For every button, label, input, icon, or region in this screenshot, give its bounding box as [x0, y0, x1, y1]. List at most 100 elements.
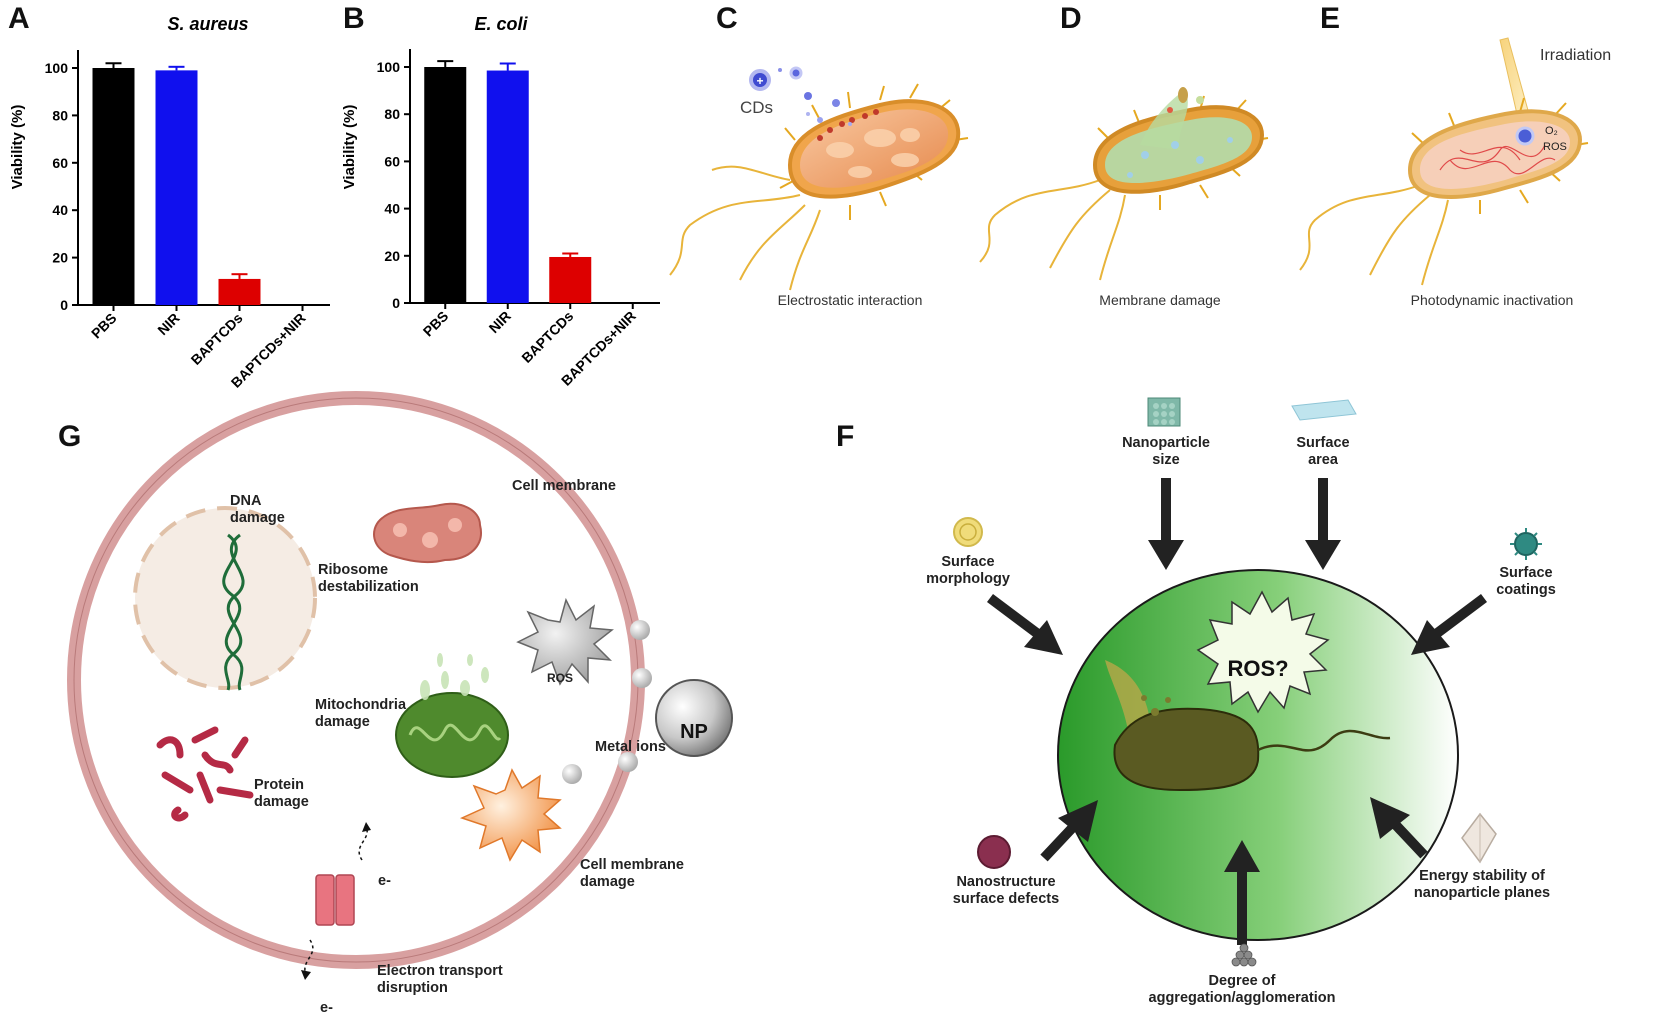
chart-b-title: E. coli: [474, 14, 528, 34]
arrow-from-morphology: [987, 594, 1063, 655]
defect-sphere-icon: [977, 835, 1011, 869]
membrane-damage-burst-icon: [459, 768, 562, 862]
chart-a-ytick-label: 100: [45, 60, 69, 76]
ros-question-label: ROS?: [1227, 656, 1288, 681]
factor-defects-1: Nanostructure: [956, 874, 1055, 890]
morphology-icon: [953, 517, 983, 547]
factor-energy-2: nanoparticle planes: [1414, 885, 1550, 901]
protein-label-2: damage: [254, 794, 309, 810]
chart-a-ytick-label: 0: [60, 297, 68, 313]
panel-label-g: G: [58, 420, 82, 453]
bacterium-photodynamic: O₂ ROS: [1299, 37, 1589, 286]
arrow-from-area: [1305, 478, 1341, 570]
factor-energy-1: Energy stability of: [1419, 868, 1545, 884]
protein-label-1: Protein: [254, 777, 304, 793]
irradiation-label: Irradiation: [1540, 47, 1611, 64]
factor-size-1: Nanoparticle: [1122, 435, 1210, 451]
factor-coatings-2: coatings: [1496, 582, 1556, 598]
chart-b-ytick-label: 60: [384, 153, 400, 169]
chart-a-ytick-label: 40: [52, 202, 68, 218]
ribosome-label-2: destabilization: [318, 579, 419, 595]
arrow-from-defects: [1040, 800, 1098, 862]
chart-b-bar: [424, 67, 467, 303]
metal-ion: [630, 620, 650, 640]
o2-label: O₂: [1545, 125, 1558, 137]
chart-b-ytick-label: 40: [384, 201, 400, 217]
chart-a-ytick-label: 20: [52, 250, 68, 266]
electron-transporter-icon: [315, 874, 335, 926]
chart-b-bar: [486, 70, 529, 303]
svg-text:+: +: [756, 74, 763, 88]
caption-electrostatic: Electrostatic interaction: [778, 292, 923, 308]
bacterium-electrostatic: + CDs: [669, 66, 969, 291]
chart-b-ytick-label: 20: [384, 248, 400, 264]
chart-a-xtick-label: NIR: [154, 310, 182, 338]
factor-defects-2: surface defects: [953, 891, 1059, 907]
mitochondria-label-1: Mitochondria: [315, 697, 407, 713]
nucleus: [133, 506, 317, 690]
factor-aggregation-2: aggregation/agglomeration: [1149, 990, 1336, 1006]
chart-a-ytick-label: 80: [52, 107, 68, 123]
factor-morphology-1: Surface: [941, 554, 994, 570]
chart-b-ytick-label: 100: [377, 59, 401, 75]
electron-bottom-label: e-: [320, 1000, 333, 1016]
cm-damage-label-2: damage: [580, 874, 635, 890]
metal-ion: [632, 668, 652, 688]
surface-sheet-icon: [1291, 399, 1357, 421]
chart-b-ylabel: Viability (%): [341, 105, 358, 190]
cm-damage-label-1: Cell membrane: [580, 857, 684, 873]
factor-morphology-2: morphology: [926, 571, 1010, 587]
chart-a-bar: [155, 70, 198, 306]
dna-label-2: damage: [230, 510, 285, 526]
protein-icon: [156, 726, 254, 822]
ros-question-burst: [1196, 590, 1330, 714]
mitochondria-icon: [395, 692, 509, 778]
panel-label-c: C: [716, 2, 738, 35]
ribosome-label-1: Ribosome: [318, 562, 388, 578]
chart-b-xtick-label: NIR: [485, 308, 513, 336]
ros-label-e: ROS: [1543, 141, 1567, 153]
bacterium-membrane-damage: [979, 87, 1269, 281]
cell-membrane-label: Cell membrane: [512, 478, 616, 494]
aggregate-icon: [1231, 943, 1257, 967]
chart-b-xtick-label: BAPTCDs: [518, 308, 576, 366]
crystal-icon: [1461, 812, 1497, 864]
chart-b-xtick-label: PBS: [420, 308, 452, 340]
panel-label-d: D: [1060, 2, 1082, 35]
chart-a-ylabel: Viability (%): [9, 105, 26, 190]
ros-label-g: ROS: [547, 671, 573, 685]
factor-arrows: [987, 478, 1487, 945]
factor-area-1: Surface: [1296, 435, 1349, 451]
chart-b-bar: [549, 256, 592, 303]
factor-area-2: area: [1308, 452, 1339, 468]
chart-a-title: S. aureus: [167, 14, 248, 34]
factor-aggregation-1: Degree of: [1209, 973, 1276, 989]
etd-label-1: Electron transport: [377, 963, 503, 979]
ros-burst-icon: [516, 597, 614, 686]
chart-b-ytick-label: 0: [392, 295, 400, 311]
factor-coatings-1: Surface: [1499, 565, 1552, 581]
panel-label-e: E: [1320, 2, 1341, 35]
electron-top-label: e-: [378, 873, 391, 889]
cube-grid-icon: [1147, 397, 1181, 427]
chart-a-bar: [92, 68, 135, 305]
factor-size-2: size: [1152, 452, 1179, 468]
np-label: NP: [680, 721, 708, 743]
chart-a-ytick-label: 60: [52, 155, 68, 171]
caption-photodynamic: Photodynamic inactivation: [1411, 292, 1574, 308]
cell-diagram: [67, 391, 733, 980]
arrow-from-aggregation: [1224, 840, 1260, 945]
chart-a-xtick-label: BAPTCDs: [188, 310, 246, 368]
panel-label-f: F: [836, 420, 855, 453]
panel-label-a: A: [8, 2, 30, 35]
metal-ion: [618, 752, 638, 772]
metal-ions-label: Metal ions: [595, 739, 666, 755]
metal-ion: [562, 764, 582, 784]
nanoparticle-icon: [655, 679, 733, 757]
mitochondria-label-2: damage: [315, 714, 370, 730]
coating-virus-icon: [1510, 528, 1542, 560]
